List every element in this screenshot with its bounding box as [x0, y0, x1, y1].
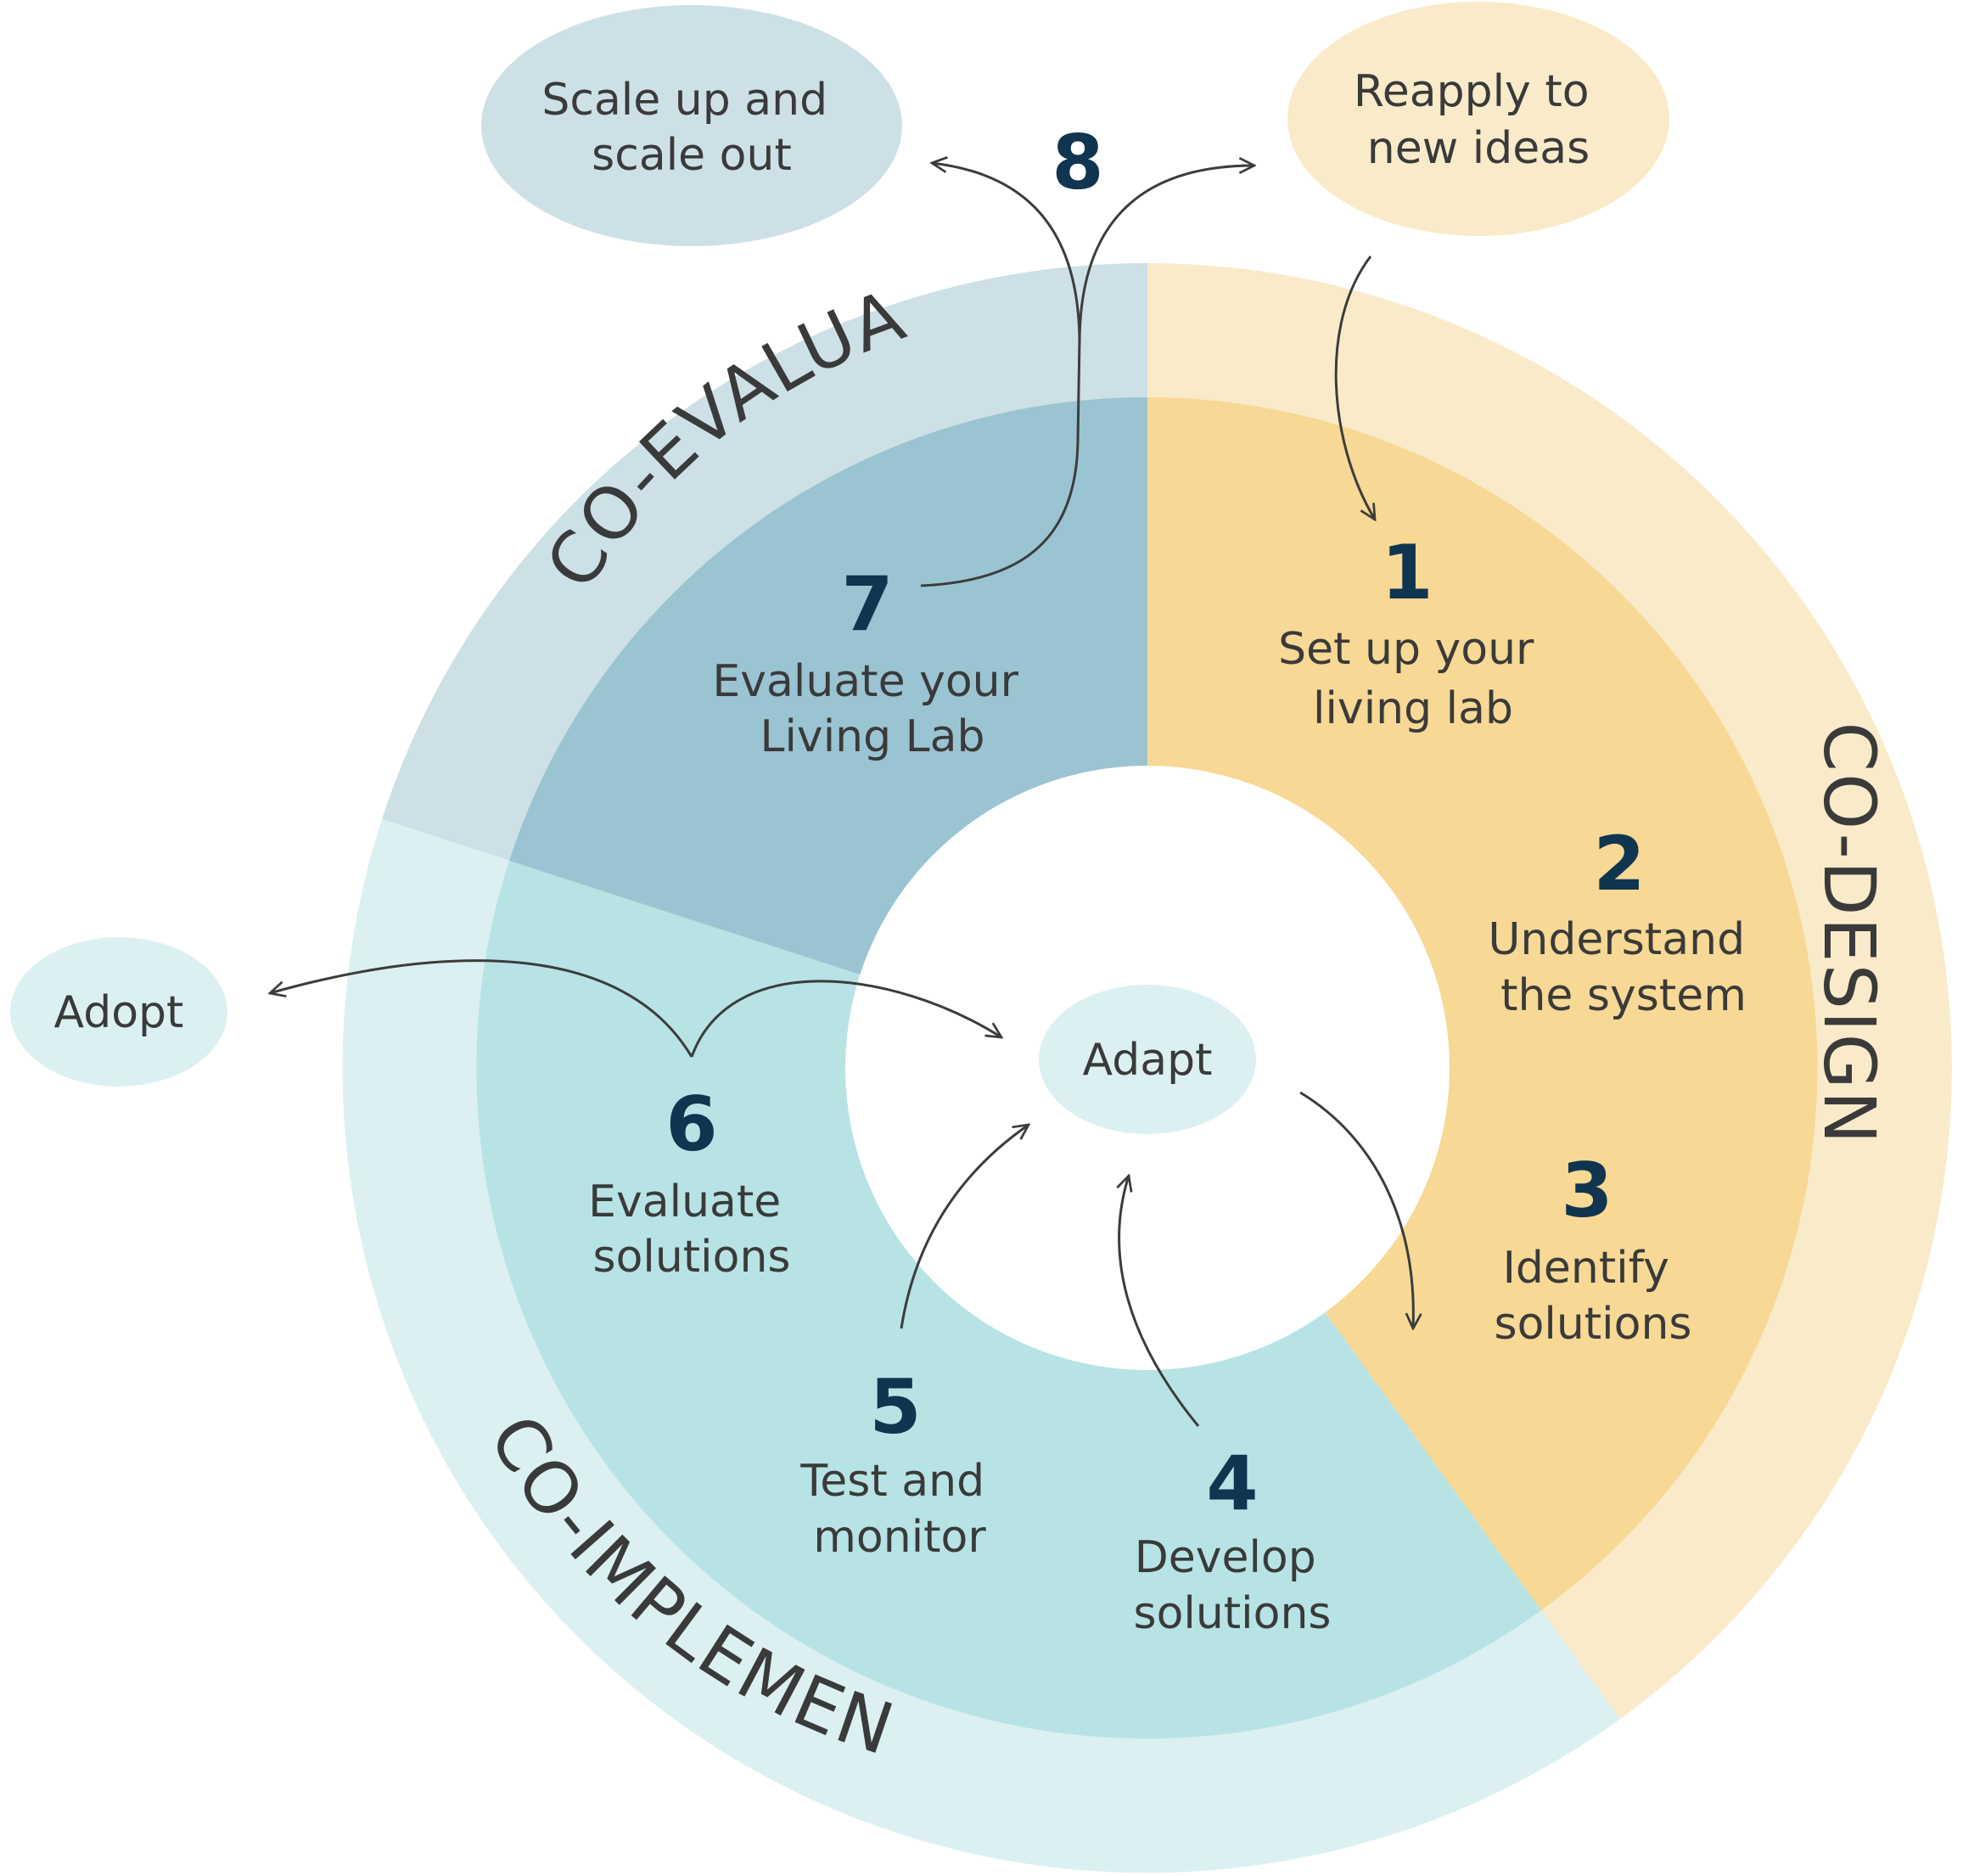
phase-label-co-design: CO-DESIGN	[1808, 722, 1891, 1145]
step-8-number: 8	[1052, 119, 1103, 206]
arrow-step-6-to-adopt	[270, 959, 693, 1058]
step-4-label: Develop solutions	[1133, 1532, 1331, 1639]
arrow-step-5-to-adapt	[900, 1125, 1029, 1329]
step-1-label: Set up your living lab	[1278, 624, 1548, 734]
step-5-number: 5	[869, 1363, 921, 1451]
step-4-number: 4	[1206, 1440, 1258, 1527]
step-2-label: Understand the system	[1488, 914, 1758, 1021]
arrow-8-to-reapply	[1078, 166, 1254, 345]
step-6-number: 6	[665, 1081, 717, 1168]
scale-up-text: Scale up and scale out	[541, 75, 841, 181]
co-design-inner-sector	[1147, 397, 1818, 1610]
scale-up-bubble	[481, 5, 902, 246]
arrow-adapt-to-step-3	[1299, 1091, 1413, 1328]
step-5-label: Test and monitor	[799, 1456, 998, 1563]
adopt-text: Adopt	[54, 987, 184, 1038]
arrow-reapply-to-step-1	[1334, 256, 1375, 520]
arrow-step-4-to-adapt	[1119, 1176, 1200, 1427]
arrow-step-6-to-adapt	[690, 980, 1001, 1058]
adapt-text: Adapt	[1083, 1035, 1213, 1086]
arrow-8-to-scale-up	[932, 163, 1081, 345]
reapply-bubble	[1287, 2, 1669, 236]
step-7-number: 7	[841, 560, 893, 648]
adopt-bubble	[10, 937, 227, 1087]
arrow-step-7-to-step-8	[920, 339, 1081, 587]
step-2-number: 2	[1593, 820, 1645, 907]
step-6-label: Evaluate solutions	[588, 1177, 795, 1283]
step-3-label: Identify solutions	[1494, 1243, 1691, 1350]
step-3-number: 3	[1561, 1147, 1612, 1234]
step-1-number: 1	[1381, 529, 1433, 616]
step-7-label: Evaluate your Living Lab	[712, 656, 1032, 762]
reapply-text: Reapply to new ideas	[1354, 66, 1603, 174]
adapt-bubble	[1039, 985, 1256, 1134]
